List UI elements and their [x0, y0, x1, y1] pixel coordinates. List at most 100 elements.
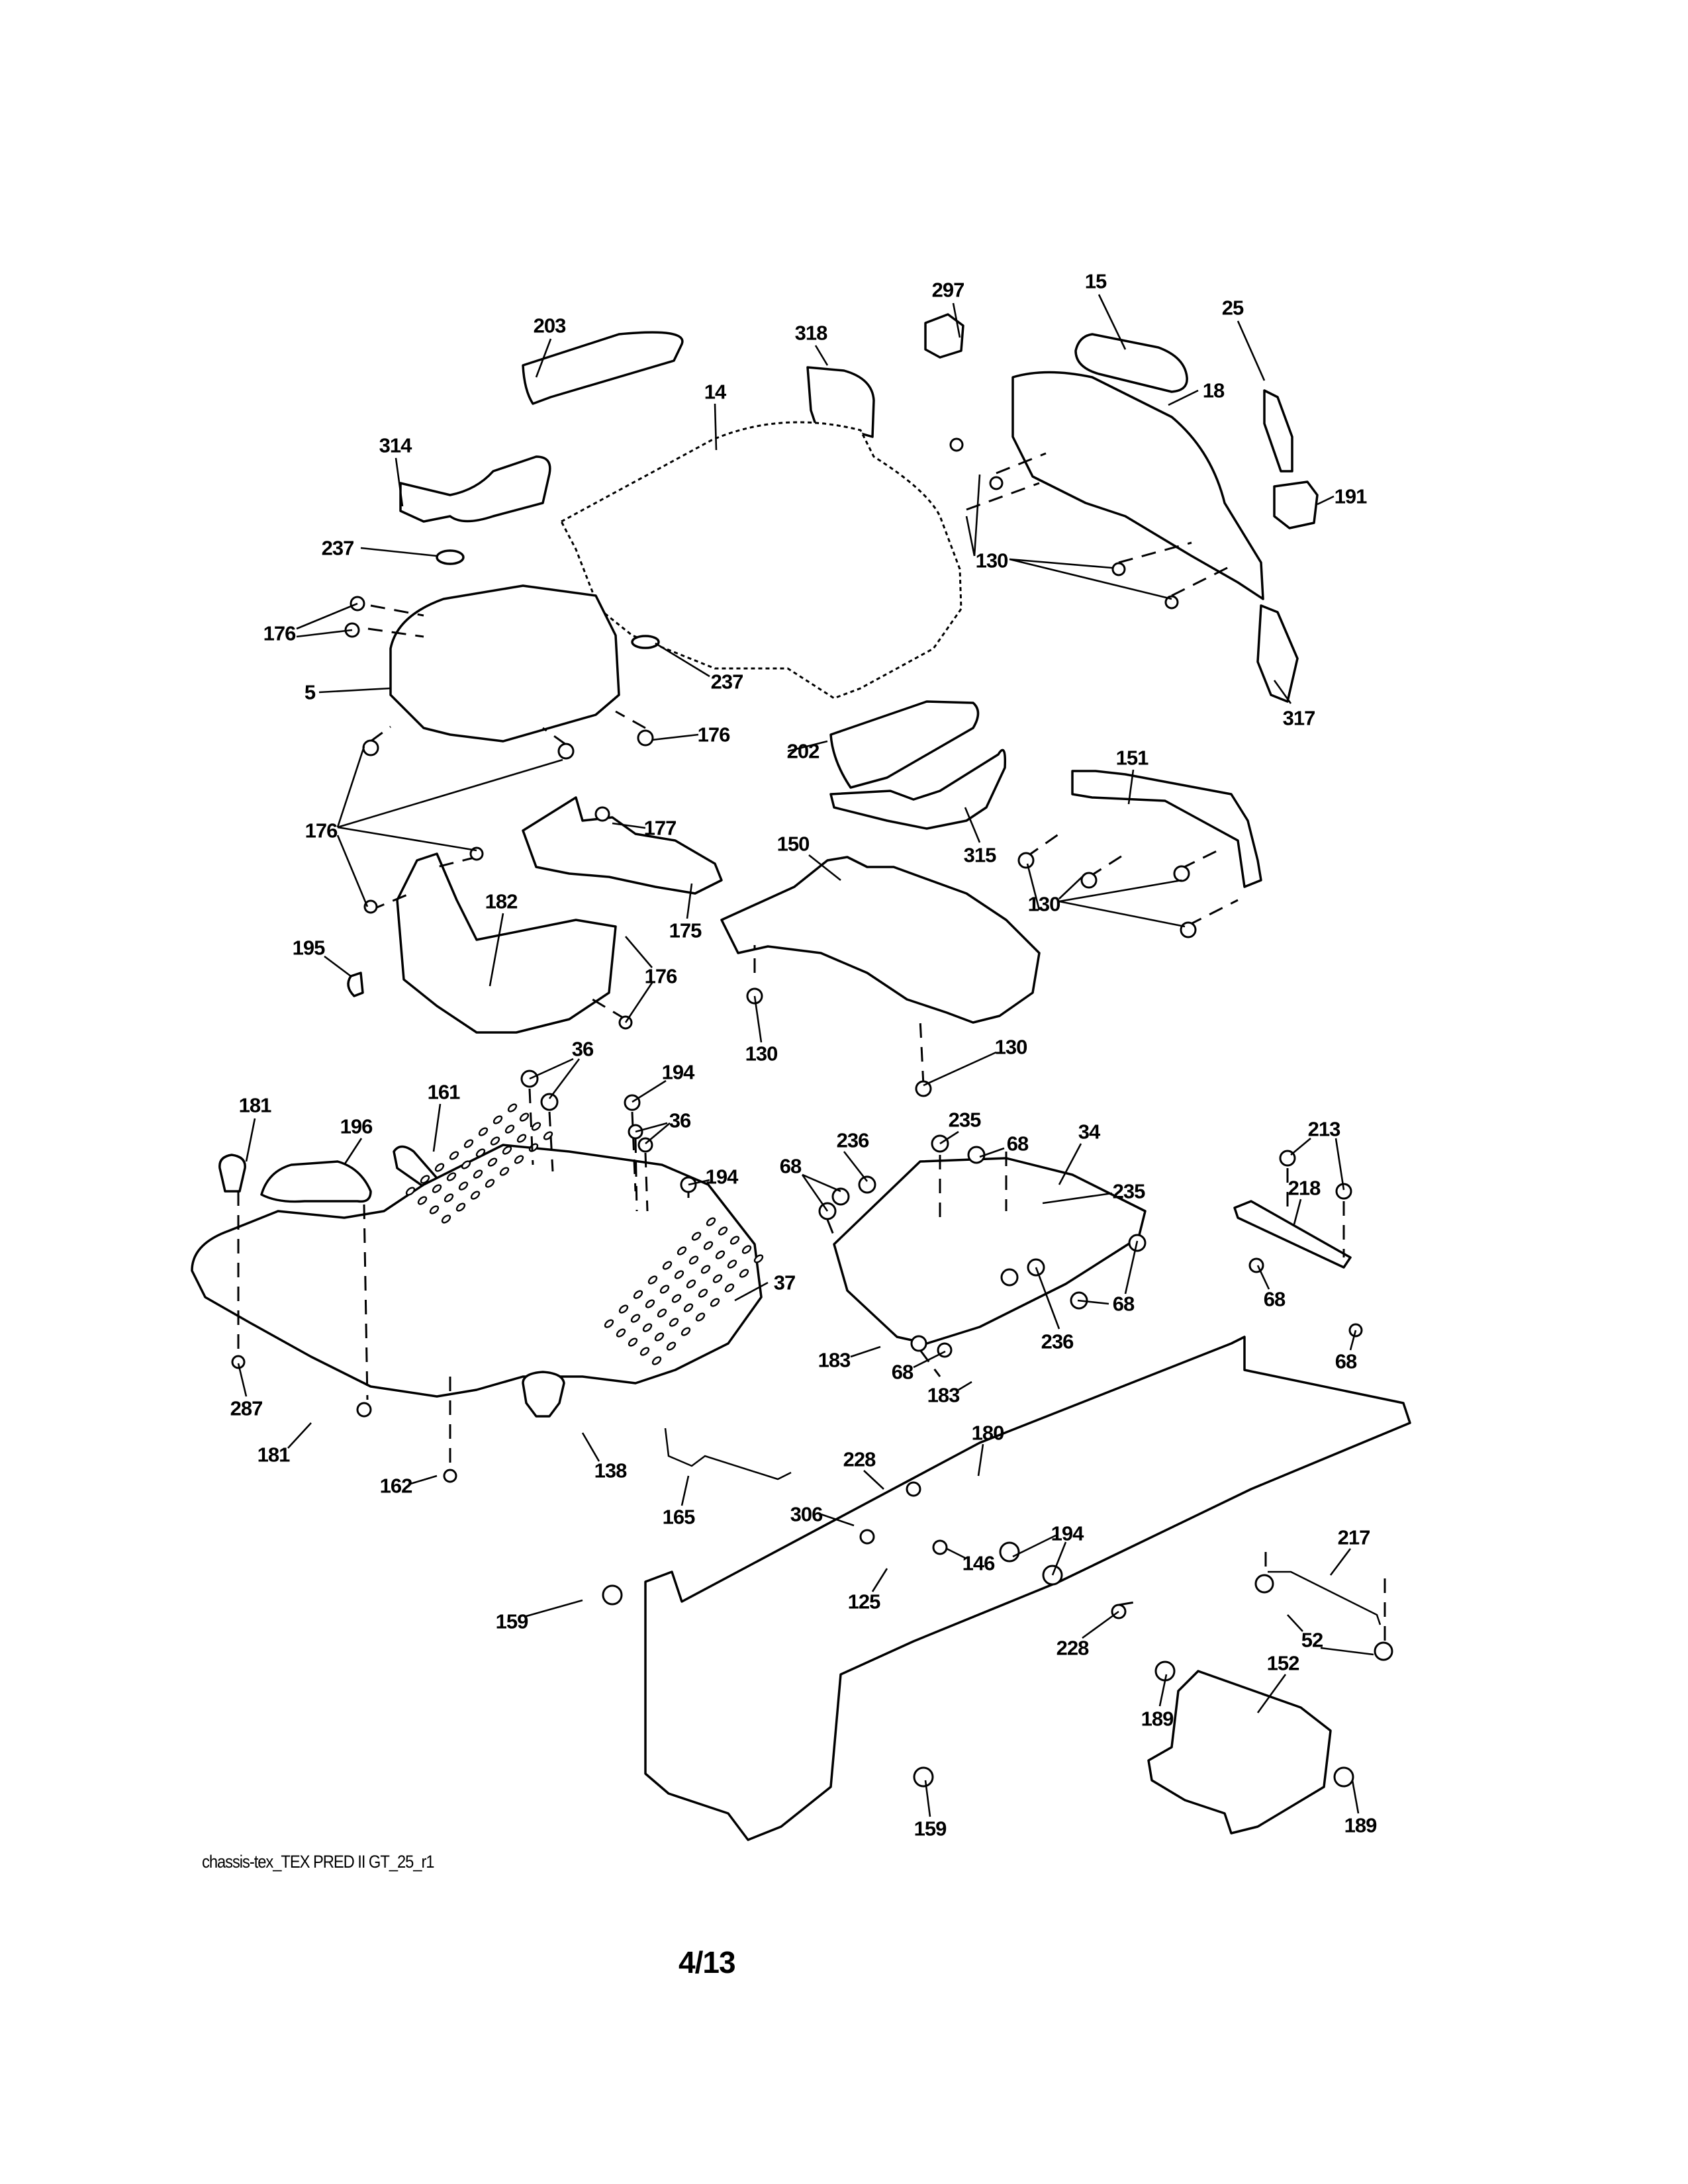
callout-189: 189: [1344, 1813, 1378, 1837]
part-237-plug-b: [631, 635, 660, 649]
fastener-icon: [1335, 1183, 1352, 1200]
callout-18: 18: [1202, 379, 1225, 402]
leader-line: [952, 302, 961, 338]
fastener-icon: [915, 1080, 932, 1097]
callout-176: 176: [263, 621, 297, 645]
assembly-line: [1118, 1600, 1139, 1606]
part-165-rod: [664, 1428, 792, 1480]
vent-slot: [616, 1328, 626, 1338]
fastener-icon: [637, 729, 654, 747]
callout-37: 37: [773, 1271, 796, 1295]
leader-line: [625, 936, 653, 968]
leader-line: [946, 1547, 967, 1560]
leader-line: [1256, 1674, 1287, 1713]
leader-line: [395, 457, 404, 507]
leader-line: [237, 1363, 248, 1397]
part-150-frame: [720, 856, 1041, 1024]
leader-line: [850, 1345, 881, 1358]
fastener-icon: [1248, 1257, 1264, 1273]
leader-line: [1082, 1610, 1119, 1639]
leader-line: [1058, 873, 1086, 899]
vent-slot: [499, 1167, 510, 1176]
part-237-plug-a: [436, 549, 465, 565]
callout-181: 181: [238, 1093, 272, 1117]
assembly-line: [592, 998, 626, 1021]
fastener-icon: [1333, 1766, 1354, 1788]
leader-line: [939, 1130, 959, 1145]
vent-slot: [739, 1269, 749, 1278]
leader-line: [1009, 558, 1113, 569]
leader-line: [808, 854, 841, 882]
leader-line: [958, 1381, 972, 1391]
vent-slot: [645, 1299, 655, 1308]
leader-line: [1329, 1548, 1352, 1576]
leader-line: [964, 807, 981, 843]
vent-slot: [449, 1151, 459, 1160]
vent-slot: [543, 1131, 553, 1140]
callout-297: 297: [931, 278, 965, 302]
callout-213: 213: [1307, 1117, 1341, 1141]
callout-5: 5: [304, 680, 316, 704]
leader-line: [296, 629, 353, 638]
fastener-icon: [363, 899, 378, 914]
callout-15: 15: [1084, 269, 1107, 293]
assembly-line: [644, 1152, 649, 1212]
fastener-icon: [1000, 1268, 1019, 1287]
vent-slot: [458, 1181, 469, 1191]
leader-line: [913, 1350, 946, 1369]
fastener-icon: [1017, 852, 1035, 869]
callout-146: 146: [962, 1551, 996, 1575]
fastener-icon: [1173, 865, 1190, 882]
leader-line: [1058, 879, 1182, 903]
fastener-icon: [1111, 562, 1126, 576]
leader-line: [1349, 1330, 1357, 1351]
vent-slot: [706, 1217, 716, 1226]
fastener-icon: [913, 1766, 934, 1788]
leader-line: [296, 602, 358, 630]
leader-line: [624, 982, 653, 1023]
leader-line: [1035, 1267, 1060, 1330]
fastener-icon: [362, 739, 379, 756]
vent-slot: [618, 1304, 629, 1314]
leader-line: [245, 1118, 256, 1162]
callout-150: 150: [776, 832, 810, 856]
vent-slot: [688, 1255, 699, 1265]
callout-161: 161: [427, 1080, 461, 1104]
parts-illustration: [191, 313, 1411, 1841]
callout-228: 228: [1056, 1636, 1090, 1660]
part-297-knob: [924, 313, 964, 359]
leader-line: [1098, 294, 1127, 350]
callout-68: 68: [1263, 1287, 1286, 1311]
assembly-line: [615, 710, 646, 729]
leader-line: [1335, 1138, 1345, 1191]
callout-203: 203: [533, 314, 567, 338]
leader-line: [287, 1422, 312, 1449]
assembly-line: [370, 725, 391, 743]
callout-152: 152: [1266, 1651, 1300, 1675]
leader-line: [714, 403, 718, 451]
assembly-line: [1188, 899, 1239, 927]
leader-line: [688, 1179, 710, 1186]
vent-slot: [700, 1265, 711, 1274]
leader-line: [686, 883, 693, 919]
callout-68: 68: [1006, 1132, 1029, 1156]
leader-line: [1058, 900, 1186, 928]
vent-slot: [741, 1245, 752, 1254]
vent-slot: [718, 1226, 728, 1236]
leader-line: [548, 1058, 581, 1099]
vent-slot: [659, 1285, 670, 1294]
part-152-guard: [1147, 1670, 1332, 1835]
fastener-icon: [231, 1355, 246, 1369]
callout-68: 68: [779, 1154, 802, 1178]
vent-slot: [710, 1298, 720, 1307]
vent-slot: [487, 1158, 498, 1167]
part-14-hood: [559, 421, 962, 700]
assembly-line: [548, 1111, 554, 1172]
vent-slot: [647, 1275, 658, 1285]
assembly-line: [996, 452, 1047, 475]
callout-183: 183: [927, 1383, 961, 1407]
leader-line: [337, 758, 563, 829]
vent-slot: [514, 1155, 524, 1164]
leader-line: [526, 1599, 583, 1617]
